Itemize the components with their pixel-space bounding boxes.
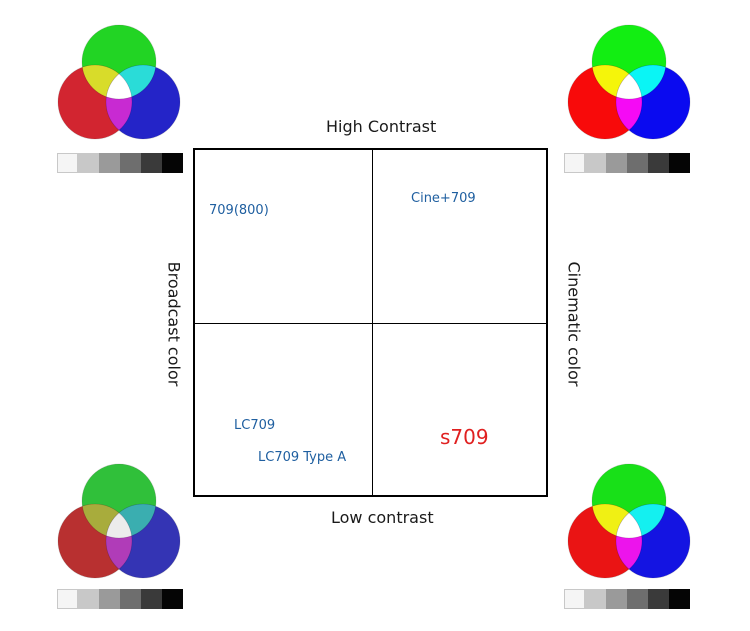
venn-circle-outline: [567, 64, 643, 140]
profile-s709: s709: [440, 425, 489, 449]
profile-709-800: 709(800): [209, 203, 269, 218]
venn-circle-outline: [81, 463, 157, 539]
axis-label-cinematic-color: Cinematic color: [564, 261, 584, 387]
grayscale-swatches-top-right: [564, 153, 690, 173]
profile-lc709-type-a: LC709 Type A: [258, 450, 347, 465]
grayscale-swatch: [564, 153, 585, 173]
grayscale-swatch: [564, 589, 585, 609]
profile-lc709: LC709: [234, 418, 276, 433]
grayscale-swatch: [669, 153, 690, 173]
grayscale-swatch: [585, 589, 606, 609]
venn-circle-outline: [567, 503, 643, 579]
quadrant-frame: [193, 148, 548, 497]
grayscale-swatch: [99, 153, 120, 173]
venn-top-right: [564, 21, 694, 146]
profile-cine-709: Cine+709: [411, 191, 476, 206]
grayscale-swatches-top-left: [57, 153, 183, 173]
quadrant-divider-horizontal: [194, 323, 547, 324]
venn-white-center: [106, 504, 132, 538]
axis-label-broadcast-color: Broadcast color: [164, 261, 184, 387]
venn-circle-outline: [615, 503, 691, 579]
grayscale-swatch: [141, 153, 162, 173]
venn-circle-outline: [591, 24, 667, 100]
grayscale-swatch: [141, 589, 162, 609]
venn-circle-outline: [105, 503, 181, 579]
grayscale-swatch: [120, 589, 141, 609]
grayscale-swatches-bottom-right: [564, 589, 690, 609]
venn-circle-outline: [615, 64, 691, 140]
grayscale-swatch: [627, 153, 648, 173]
grayscale-swatch: [57, 153, 78, 173]
venn-white-center: [616, 65, 642, 99]
venn-circle-outline: [591, 463, 667, 539]
grayscale-swatch: [99, 589, 120, 609]
axis-label-low-contrast: Low contrast: [331, 508, 434, 527]
grayscale-swatch: [78, 153, 99, 173]
venn-top-left: [54, 21, 184, 146]
grayscale-swatch: [57, 589, 78, 609]
quadrant-divider-vertical: [372, 149, 373, 496]
venn-bottom-left: [54, 460, 184, 585]
grayscale-swatch: [78, 589, 99, 609]
grayscale-swatch: [606, 153, 627, 173]
grayscale-swatch: [648, 153, 669, 173]
venn-white-center: [616, 504, 642, 538]
axis-label-high-contrast: High Contrast: [326, 117, 437, 136]
venn-white-center: [106, 65, 132, 99]
grayscale-swatch: [669, 589, 690, 609]
venn-bottom-right: [564, 460, 694, 585]
grayscale-swatch: [162, 589, 183, 609]
venn-circle-outline: [57, 503, 133, 579]
grayscale-swatch: [627, 589, 648, 609]
grayscale-swatch: [162, 153, 183, 173]
grayscale-swatch: [648, 589, 669, 609]
venn-circle-outline: [81, 24, 157, 100]
grayscale-swatches-bottom-left: [57, 589, 183, 609]
grayscale-swatch: [606, 589, 627, 609]
venn-circle-outline: [105, 64, 181, 140]
grayscale-swatch: [120, 153, 141, 173]
grayscale-swatch: [585, 153, 606, 173]
venn-circle-outline: [57, 64, 133, 140]
